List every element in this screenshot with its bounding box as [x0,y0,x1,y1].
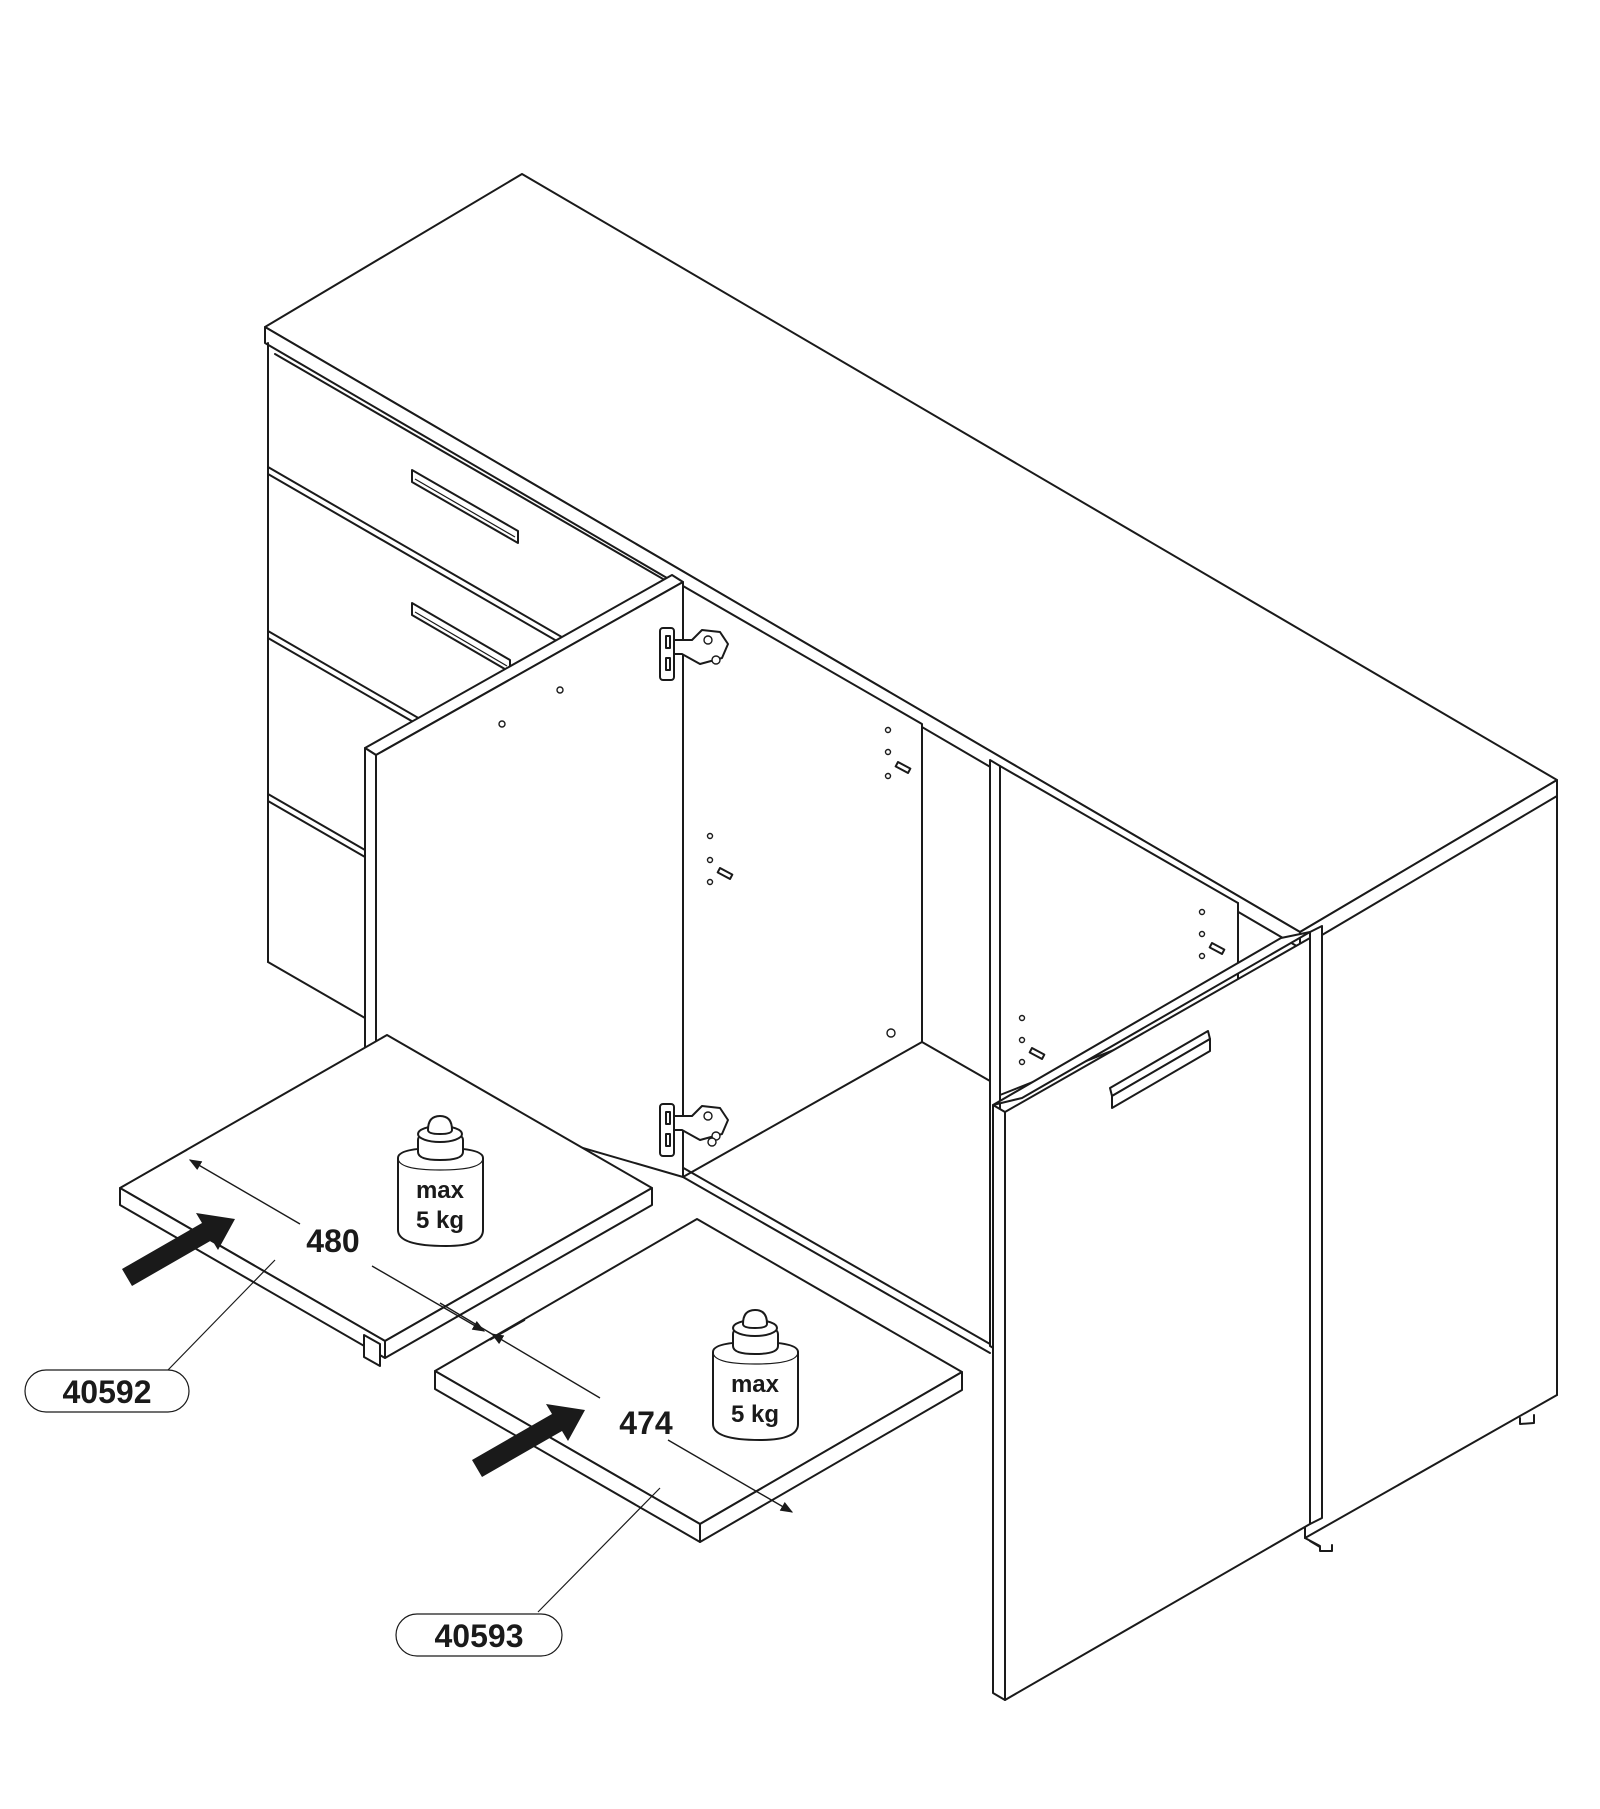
weight-label-line1: max [416,1177,465,1204]
insert-arrow-icon [122,1213,235,1286]
weight-label-line1: max [731,1371,780,1398]
callout-40593: 40593 [395,1487,661,1657]
weight-label-line2: 5 kg [731,1401,779,1428]
shelf-support-peg-icon [706,726,1226,1066]
weight-label-line2: 5 kg [416,1207,464,1234]
weight-icon: max 5 kg [712,1309,799,1441]
dimension-474: 474 [489,1319,794,1513]
part-number-40593: 40593 [435,1618,524,1654]
dimension-474-label: 474 [619,1405,673,1441]
dimension-480-label: 480 [306,1223,359,1259]
hinge-icon [659,627,729,1157]
drawer-handle-2 [411,602,511,673]
shelf-40593 [434,1218,963,1543]
right-door-closed [992,925,1323,1701]
part-number-40592: 40592 [63,1374,152,1410]
drawer-handle-1 [411,469,519,544]
callout-40592: 40592 [24,1259,276,1413]
dimension-480: 480 [119,1149,498,1338]
left-door-open [364,574,684,1178]
weight-icon: max 5 kg [397,1115,484,1247]
insert-arrow-icon [472,1404,585,1477]
shelf-40592 [119,1034,653,1367]
